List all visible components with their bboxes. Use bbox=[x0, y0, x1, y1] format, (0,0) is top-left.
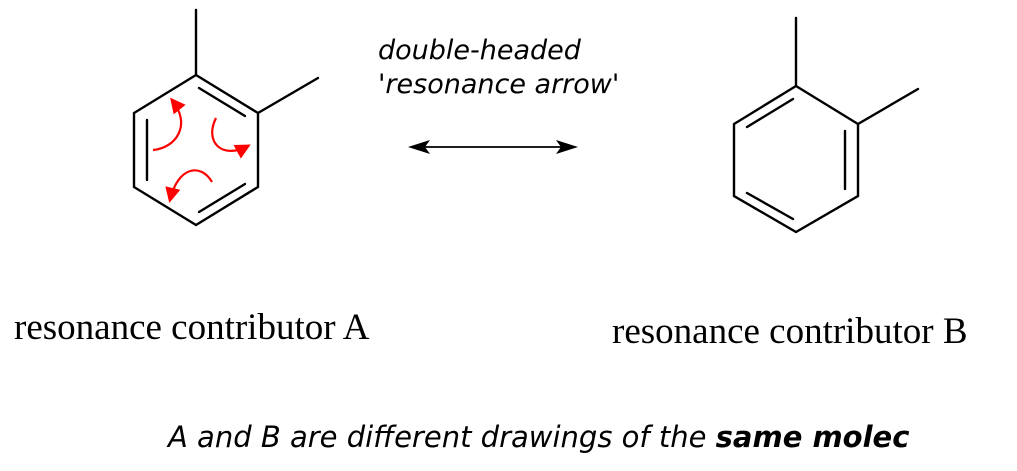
resonance-arrow-label: double-headed 'resonance arrow' bbox=[378, 34, 678, 102]
footnote: A and B are different drawings of the sa… bbox=[168, 420, 909, 454]
benzene-ring-b bbox=[732, 84, 860, 234]
resonance-arrow bbox=[408, 140, 578, 154]
caption-contributor-b: resonance contributor B bbox=[612, 311, 968, 352]
structure-b bbox=[732, 16, 920, 234]
methyl-bond-b-right bbox=[856, 87, 920, 126]
ring-a-double-bond-top bbox=[197, 86, 247, 118]
ring-a-double-bond-bottom bbox=[197, 182, 247, 214]
curved-arrow-2 bbox=[211, 117, 251, 159]
arrowhead-right bbox=[556, 140, 578, 154]
methyl-bond-a-right bbox=[256, 76, 320, 115]
structure-a bbox=[132, 8, 320, 227]
ring-b-double-bond-lower-left bbox=[745, 191, 795, 221]
caption-contributor-a: resonance contributor A bbox=[14, 307, 370, 348]
curved-arrow-1 bbox=[152, 97, 186, 152]
ring-b-double-bond-upper-left bbox=[745, 97, 795, 129]
footnote-emphasis: same molec bbox=[715, 420, 910, 454]
footnote-text: A and B are different drawings of the bbox=[168, 420, 716, 454]
curved-arrows-a bbox=[152, 97, 251, 203]
curved-arrow-3 bbox=[165, 169, 213, 203]
arrow-label-line-2: 'resonance arrow' bbox=[378, 69, 620, 100]
arrow-label-line-1: double-headed bbox=[378, 35, 581, 66]
arrowhead-left bbox=[408, 140, 430, 154]
